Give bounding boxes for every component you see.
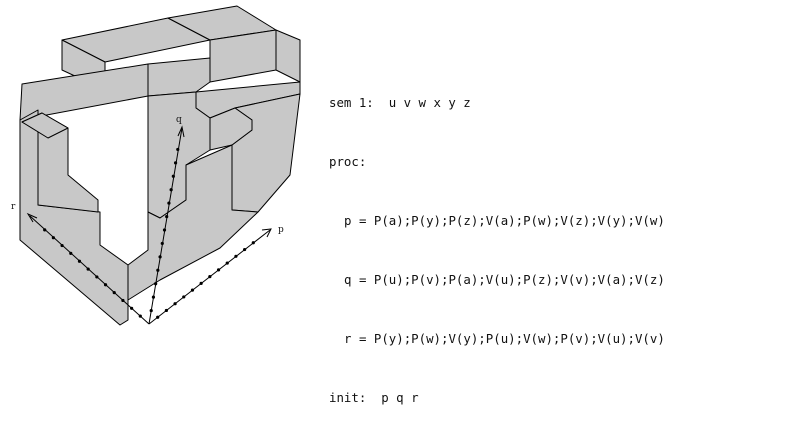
- init-keyword: init:: [329, 390, 367, 405]
- p-axis-mark: [156, 315, 160, 319]
- proc-q-name: q: [344, 272, 352, 287]
- r-axis-mark: [95, 275, 99, 279]
- q-axis-mark: [160, 241, 164, 246]
- init-procs: p q r: [381, 390, 419, 405]
- r-axis-arrow-icon: [26, 212, 38, 223]
- r-axis-mark: [51, 236, 55, 240]
- proc-keyword: proc:: [329, 154, 367, 169]
- proc-q-line: q = P(u);P(v);P(a);V(u);P(z);V(v);V(a);V…: [329, 265, 784, 294]
- q-axis-mark: [151, 295, 156, 299]
- proc-r-body: P(y);P(w);V(y);P(u);V(w);P(v);V(u);V(v): [373, 331, 665, 346]
- r-axis-mark: [121, 298, 125, 303]
- axis-marks: [43, 147, 255, 319]
- p-axis-mark: [164, 308, 168, 313]
- proc-r-eq: =: [358, 331, 367, 346]
- q-axis-mark: [169, 188, 173, 192]
- proc-line: proc:: [329, 147, 784, 176]
- p-axis-mark: [173, 302, 177, 306]
- q-axis-mark: [156, 268, 160, 272]
- right-step-face: [209, 107, 253, 151]
- r-axis-label: r: [11, 202, 16, 212]
- p-axis-mark: [251, 241, 255, 245]
- p-axis-mark: [216, 268, 221, 272]
- r-axis-mark: [130, 306, 134, 310]
- init-line: init: p q r: [329, 383, 784, 412]
- q-axis-mark: [171, 174, 175, 178]
- p-axis-mark: [190, 288, 195, 292]
- proc-r-line: r = P(y);P(w);V(y);P(u);V(w);P(v);V(u);V…: [329, 324, 784, 353]
- proc-p-line: p = P(a);P(y);P(z);V(a);P(w);V(z);V(y);V…: [329, 206, 784, 235]
- p-axis-label: p: [278, 225, 284, 235]
- central-top-face: [147, 57, 211, 97]
- sem-line: sem 1: u v w x y z: [329, 88, 784, 117]
- p-axis-mark: [225, 261, 229, 265]
- program-listing: sem 1: u v w x y z proc: p = P(a);P(y);P…: [329, 58, 784, 427]
- proc-p-name: p: [344, 213, 352, 228]
- r-axis-mark: [112, 291, 116, 295]
- q-axis-mark: [165, 214, 169, 219]
- q-axis-mark: [162, 228, 167, 232]
- sem-vars: u v w x y z: [388, 95, 471, 110]
- r-axis-mark: [138, 314, 142, 318]
- q-axis-mark: [176, 147, 180, 152]
- sem-keyword: sem 1:: [329, 95, 374, 110]
- q-axis-mark: [149, 308, 153, 313]
- q-axis-mark: [173, 161, 178, 165]
- r-axis: [29, 215, 150, 325]
- solid-region: [19, 5, 301, 326]
- lower-front-face: [127, 144, 259, 301]
- proc-r-name: r: [344, 331, 352, 346]
- proc-q-eq: =: [358, 272, 367, 287]
- p-axis-mark: [243, 247, 247, 252]
- p-axis-mark: [208, 275, 212, 279]
- r-axis-mark: [43, 228, 47, 232]
- r-axis-mark: [103, 283, 108, 287]
- r-axis-mark: [77, 259, 82, 263]
- r-axis-mark: [86, 267, 90, 271]
- notch-top-face: [21, 112, 69, 139]
- q-axis-label: q: [176, 115, 182, 125]
- p-axis-mark: [182, 295, 186, 299]
- q-axis-mark: [158, 255, 162, 259]
- p-axis-mark: [234, 254, 238, 258]
- proc-p-body: P(a);P(y);P(z);V(a);P(w);V(z);V(y);V(w): [373, 213, 665, 228]
- p-axis-mark: [199, 281, 203, 285]
- q-axis: [148, 127, 183, 325]
- r-axis-mark: [60, 243, 64, 248]
- q-axis-mark: [167, 201, 171, 205]
- tower-side-face: [275, 29, 301, 83]
- forbidden-region-diagram: r p q: [11, 5, 301, 326]
- proc-p-eq: =: [358, 213, 367, 228]
- proc-q-body: P(u);P(v);P(a);V(u);P(z);V(v);V(a);V(z): [373, 272, 665, 287]
- q-axis-mark: [154, 282, 158, 286]
- p-axis-arrow-icon: [261, 228, 272, 238]
- right-side-face: [231, 93, 301, 213]
- q-axis-arrow-icon: [177, 125, 185, 138]
- r-axis-mark: [69, 251, 73, 255]
